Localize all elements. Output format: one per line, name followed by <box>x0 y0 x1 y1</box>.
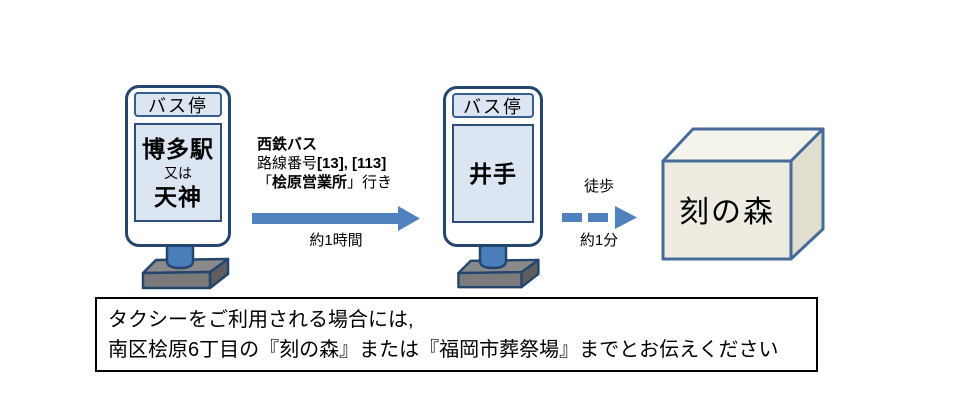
bus-operator-label: 西鉄バス <box>257 136 318 153</box>
bus-stop-1-header-label: バス停 <box>134 92 222 117</box>
arrow-dash <box>562 213 582 222</box>
bus-stop-sign-1: バス停 博多駅 又は 天神 <box>125 85 231 247</box>
station-name-tenjin: 天神 <box>154 183 202 210</box>
walk-duration-label: 約1分 <box>579 232 619 249</box>
walk-mode-label: 徒歩 <box>583 178 614 195</box>
taxi-note-box: タクシーをご利用される場合には, 南区桧原6丁目の『刻の森』または『福岡市葬祭場… <box>95 297 818 372</box>
bus-stop-2-name-panel: 井手 <box>452 124 534 223</box>
bound-close-suffix: 」行き <box>347 174 393 191</box>
route-number-prefix: 路線番号 <box>257 155 318 172</box>
bus-stop-2-header-label: バス停 <box>452 93 534 118</box>
bus-duration-label: 約1時間 <box>309 232 363 249</box>
base-front-face <box>457 270 523 289</box>
destination-name-label: 刻の森 <box>679 196 775 229</box>
station-name-hakata: 博多駅 <box>142 135 214 162</box>
taxi-note-line2: 南区桧原6丁目の『刻の森』または『福岡市葬祭場』までとお伝えください <box>108 339 779 361</box>
route-number-line: 路線番号[13], [113] <box>257 154 392 173</box>
arrow-head <box>398 206 420 231</box>
base-front-face <box>141 270 212 290</box>
destination-building-box <box>661 127 825 261</box>
route-destination-line: 「桧原営業所」行き <box>257 173 392 192</box>
bus-stop-sign-2: バス停 井手 <box>443 86 543 247</box>
arrow-head <box>615 206 637 229</box>
bound-destination-name: 桧原営業所 <box>272 174 348 191</box>
arrow-shaft <box>252 213 399 224</box>
station-name-ide: 井手 <box>469 160 517 187</box>
bus-stop-2-base <box>457 258 540 289</box>
station-or-label: 又は <box>164 164 192 181</box>
box-front-face <box>661 159 793 261</box>
arrow-dash <box>588 213 608 222</box>
bound-open-bracket: 「 <box>257 174 273 191</box>
bus-route-info: 西鉄バス 路線番号[13], [113] 「桧原営業所」行き <box>257 135 392 192</box>
walk-arrow <box>562 206 637 229</box>
route-numbers: [13], [113] <box>317 155 387 172</box>
bus-route-arrow <box>252 206 420 231</box>
taxi-note-line1: タクシーをご利用される場合には, <box>108 309 414 331</box>
bus-stop-1-name-panel: 博多駅 又は 天神 <box>134 123 222 222</box>
